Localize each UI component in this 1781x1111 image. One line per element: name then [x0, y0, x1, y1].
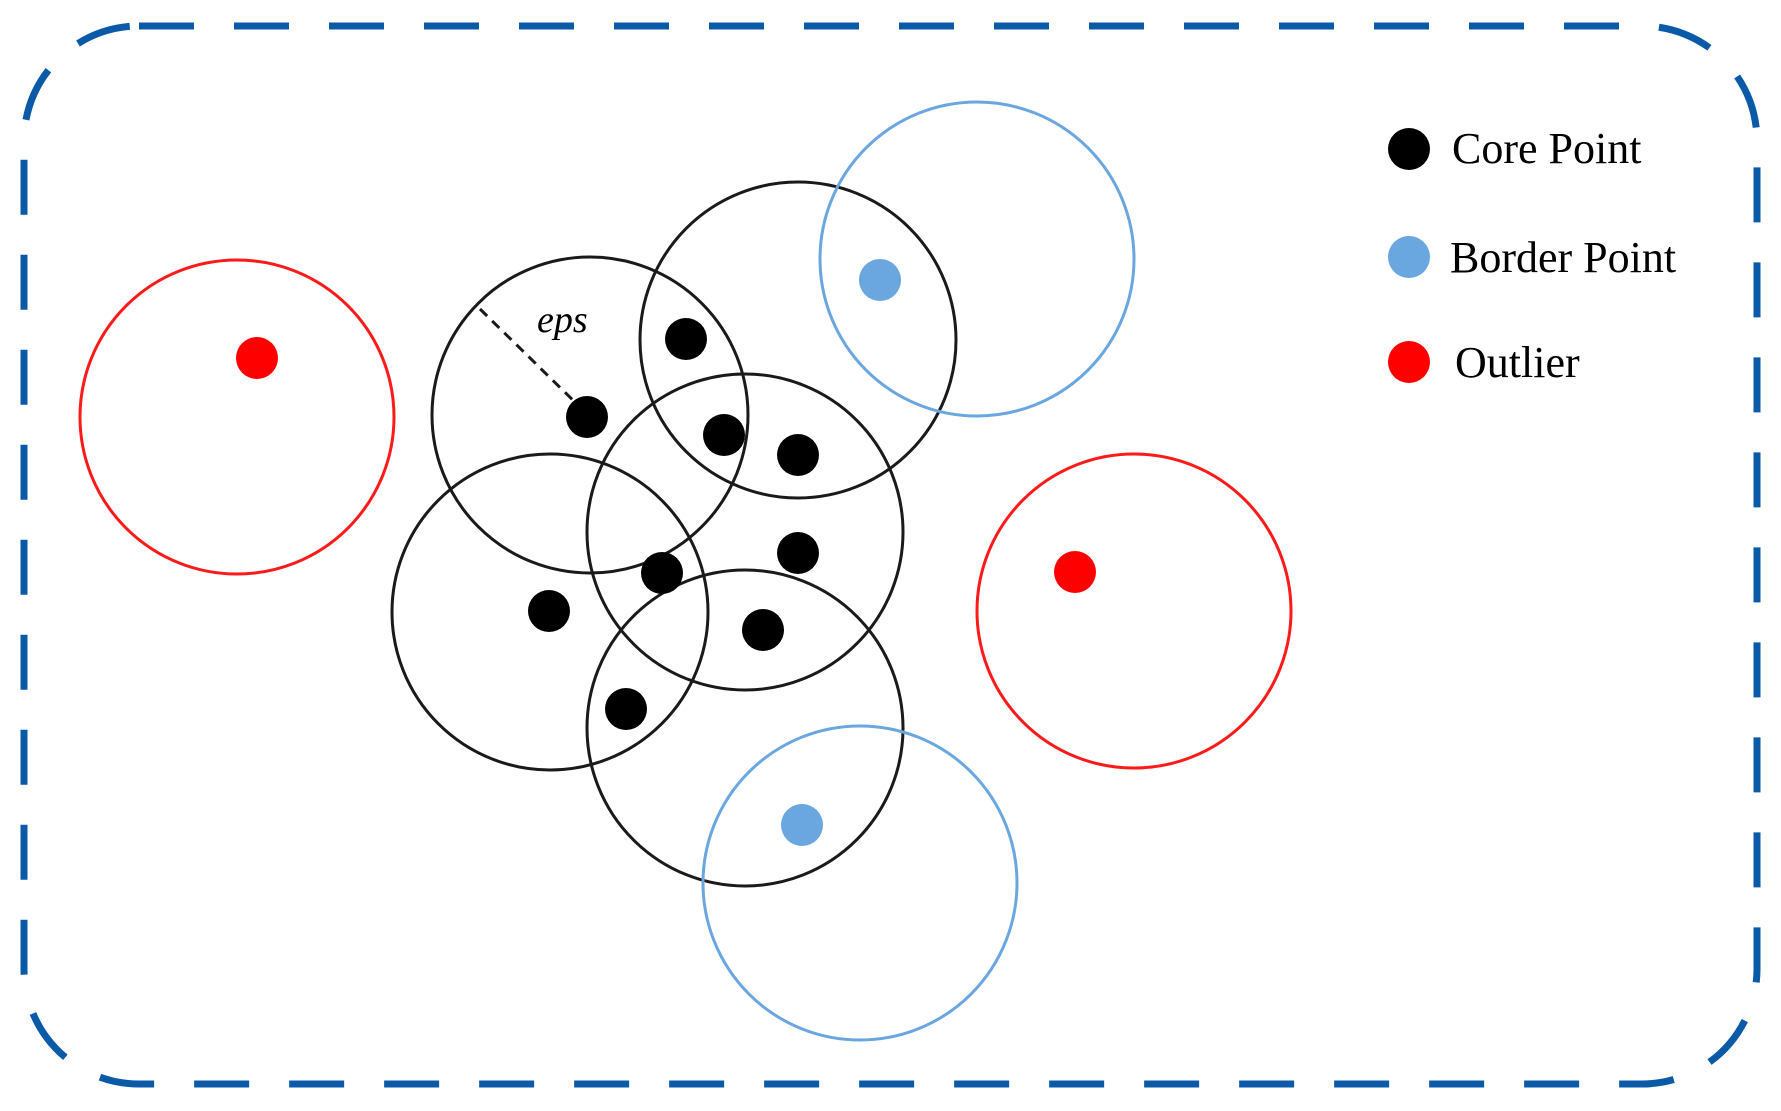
legend-outlier-marker [1388, 341, 1430, 383]
border-point [781, 804, 823, 846]
core-neighborhood-circle [585, 568, 905, 888]
legend-border-marker [1388, 236, 1430, 278]
outlier-neighborhoods [78, 258, 1293, 770]
core-point [566, 396, 608, 438]
legend-label-outlier: Outlier [1455, 338, 1580, 387]
outlier-point [236, 337, 278, 379]
core-point [777, 532, 819, 574]
border-points [781, 259, 901, 846]
core-neighborhood-circle [390, 452, 710, 772]
border-point [859, 259, 901, 301]
outlier-neighborhood-circle [975, 452, 1293, 770]
legend: Core Point Border Point Outlier [1388, 124, 1676, 387]
core-point [528, 590, 570, 632]
core-neighborhood-circle [430, 255, 750, 575]
legend-item-border: Border Point [1388, 233, 1676, 282]
border-neighborhoods [701, 100, 1136, 1042]
dashed-frame [20, 22, 1761, 1088]
core-neighborhoods [390, 180, 958, 888]
outlier-point [1054, 551, 1096, 593]
eps-radius-line [478, 307, 585, 412]
outlier-points [236, 337, 1096, 593]
legend-label-core: Core Point [1452, 124, 1641, 173]
border-neighborhood-circle [701, 724, 1019, 1042]
outlier-neighborhood-circle [78, 258, 396, 576]
legend-item-core: Core Point [1388, 124, 1641, 173]
core-point [777, 434, 819, 476]
core-point [703, 414, 745, 456]
core-point [605, 688, 647, 730]
legend-label-border: Border Point [1450, 233, 1676, 282]
core-neighborhood-circle [638, 180, 958, 500]
core-point [665, 318, 707, 360]
legend-core-marker [1388, 128, 1430, 170]
core-neighborhood-circle [585, 372, 905, 692]
legend-item-outlier: Outlier [1388, 338, 1580, 387]
border-neighborhood-circle [818, 100, 1136, 418]
eps-label: eps [537, 299, 588, 341]
core-points [528, 318, 819, 730]
core-point [742, 609, 784, 651]
core-point [641, 552, 683, 594]
